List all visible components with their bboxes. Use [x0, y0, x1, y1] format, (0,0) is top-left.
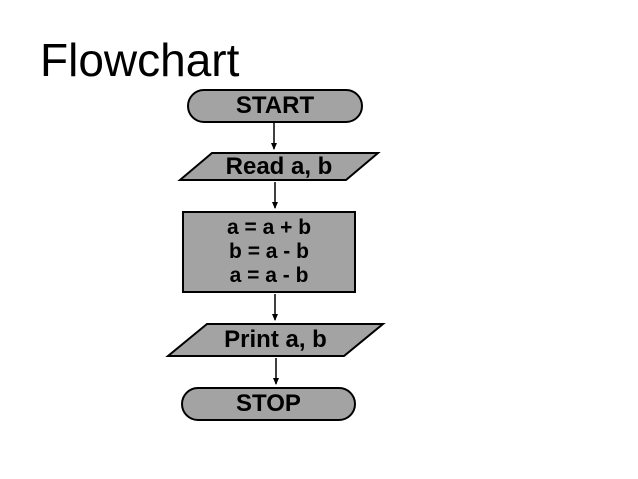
process-line-1: a = a + b	[226, 216, 312, 239]
process-node-label: a = a + b b = a - b a = a - b	[183, 212, 355, 292]
read-node-label: Read a, b	[225, 152, 333, 180]
stop-node-label: STOP	[236, 390, 301, 417]
page-title: Flowchart	[40, 34, 240, 86]
print-node-label: Print a, b	[224, 326, 327, 353]
read-io-shape	[177, 152, 381, 181]
process-line-3: a = a - b	[229, 264, 309, 287]
process-line-2: b = a - b	[229, 240, 309, 263]
print-io-shape	[165, 323, 386, 357]
stop-terminator-shape	[181, 387, 356, 421]
start-terminator-shape	[187, 89, 363, 123]
start-node-label: START	[235, 92, 315, 119]
process-rect-shape	[182, 211, 356, 293]
